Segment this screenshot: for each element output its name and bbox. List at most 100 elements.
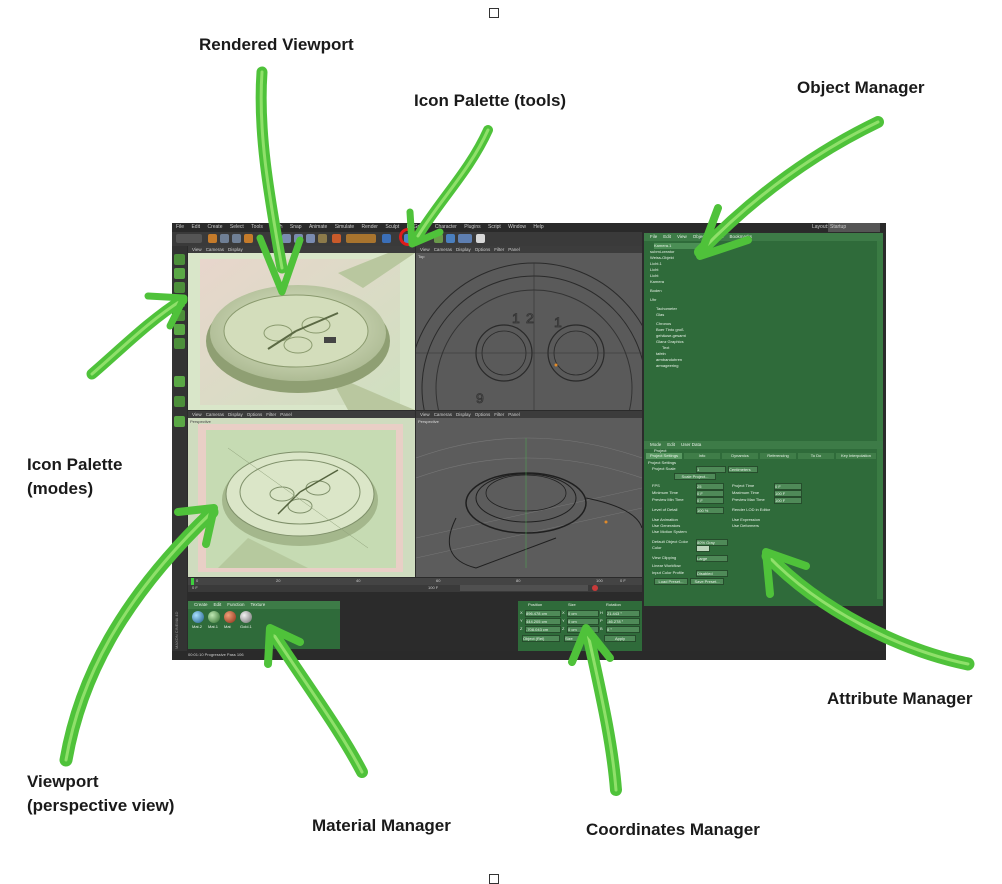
mode-model-icon[interactable] [174,254,185,265]
timeline-end-field[interactable]: 100 F [428,585,439,590]
material-swatch[interactable] [208,611,220,623]
edit-render-settings-icon[interactable] [382,234,391,243]
om-menu-objects[interactable]: Objects [692,234,708,239]
object-row[interactable]: armageering [656,363,679,368]
vp2-menu-display[interactable]: Display [455,247,471,252]
vp4-menu-options[interactable]: Options [474,412,491,417]
vp1-menu-view[interactable]: View [192,247,202,252]
rotation-p-field[interactable]: -46.278 ° [606,618,640,625]
position-z-field[interactable]: -708.043 cm [525,626,561,633]
timeline-start-field[interactable]: 0 F [192,585,198,590]
object-row[interactable]: Chronos [656,321,672,326]
vp3-menu-display[interactable]: Display [227,412,243,417]
fps-field[interactable]: 25 [696,483,724,490]
coordinate-system-icon[interactable] [318,234,327,243]
am-menu-mode[interactable]: Mode [650,442,662,447]
vp2-menu-panel[interactable]: Panel [508,247,520,252]
vp4-menu-cameras[interactable]: Cameras [433,412,452,417]
rotation-h-field[interactable]: 21.443 ° [606,610,640,617]
menu-file[interactable]: File [176,224,185,230]
menu-plugins[interactable]: Plugins [464,224,481,230]
mograph-icon[interactable] [434,234,443,243]
material-swatch[interactable] [192,611,204,623]
vp3-menu-filter[interactable]: Filter [266,412,277,417]
object-row[interactable]: Kamera [650,279,665,284]
menu-edit[interactable]: Edit [191,224,201,230]
object-row[interactable]: submi-creator [650,249,675,254]
save-preset-button[interactable]: Save Preset... [690,578,724,585]
attribute-manager-side-tabs[interactable] [877,449,883,599]
mode-workplane-icon[interactable] [174,416,185,427]
scale-tool-icon[interactable] [232,234,241,243]
project-scale-field[interactable]: 1 [696,466,726,473]
menu-animate[interactable]: Animate [308,224,328,230]
min-time-field[interactable]: 0 F [696,490,724,497]
object-row[interactable]: Licht [650,267,659,272]
max-time-field[interactable]: 100 F [774,490,802,497]
am-tab-to-do[interactable]: To Do [798,453,834,459]
record-button[interactable] [592,585,598,591]
object-row[interactable]: Text [662,345,670,350]
color-swatch[interactable] [696,545,710,552]
vp4-menu-panel[interactable]: Panel [508,412,520,417]
mode-texture-icon[interactable] [174,282,185,293]
object-row[interactable]: gehäuse-gesamt [656,333,686,338]
menu-sculpt[interactable]: Sculpt [385,224,400,230]
am-tab-key-interpolation[interactable]: Key Interpolation [836,453,876,459]
position-x-field[interactable]: 896.478 cm [525,610,561,617]
mode-edges-icon[interactable] [174,310,185,321]
vp2-menu-cameras[interactable]: Cameras [433,247,452,252]
layout-dropdown[interactable]: Startup [828,223,880,232]
am-menu-user-data[interactable]: User Data [681,442,702,447]
size-z-field[interactable]: 0 cm [567,626,599,633]
timeline-playhead[interactable] [191,578,194,585]
mm-menu-edit[interactable]: Edit [213,602,222,607]
environment-icon[interactable] [458,234,472,243]
menu-mesh[interactable]: Mesh [270,224,283,230]
om-menu-edit[interactable]: Edit [663,234,672,239]
mm-menu-create[interactable]: Create [194,602,208,607]
deformer-icon[interactable] [446,234,455,243]
om-menu-bookmarks[interactable]: Bookmarks [729,234,753,239]
project-time-field[interactable]: 0 F [774,483,802,490]
menu-create[interactable]: Create [207,224,223,230]
object-row[interactable]: tafeln [656,351,666,356]
object-row[interactable]: Weiss-Objekt [650,255,674,260]
mm-menu-texture[interactable]: Texture [250,602,266,607]
object-row[interactable]: armbanduhren [656,357,683,362]
z-axis-icon[interactable] [306,234,315,243]
coord-apply-button[interactable]: Apply [604,635,636,642]
menu-render[interactable]: Render [361,224,378,230]
size-y-field[interactable]: 0 cm [567,618,599,625]
material-swatch[interactable] [240,611,252,623]
mode-points-icon[interactable] [174,296,185,307]
menu-tools[interactable]: Tools [251,224,263,230]
material-swatch[interactable] [224,611,236,623]
mm-menu-function[interactable]: Function [227,602,245,607]
object-row[interactable]: Boden [650,288,662,293]
rotate-tool-icon[interactable] [244,234,253,243]
am-menu-edit[interactable]: Edit [667,442,676,447]
lod-field[interactable]: 100 % [696,507,724,514]
position-y-field[interactable]: 444.205 cm [525,618,561,625]
vp4-menu-filter[interactable]: Filter [494,412,505,417]
load-preset-button[interactable]: Load Preset... [654,578,688,585]
project-scale-unit-dropdown[interactable]: Centimeters [728,466,758,473]
om-menu-file[interactable]: File [650,234,658,239]
mode-object-icon[interactable] [174,268,185,279]
size-x-field[interactable]: 0 cm [567,610,599,617]
playback-controls[interactable] [460,585,588,591]
object-row[interactable]: Licht.1 [650,261,662,266]
undo-tool-icon[interactable] [176,234,202,243]
vp2-menu-view[interactable]: View [420,247,430,252]
menu-script[interactable]: Script [488,224,501,230]
light-icon[interactable] [476,234,485,243]
vp3-menu-panel[interactable]: Panel [280,412,292,417]
preview-max-field[interactable]: 100 F [774,497,802,504]
vp1-menu-cameras[interactable]: Cameras [205,247,224,252]
move-tool-icon[interactable] [220,234,229,243]
